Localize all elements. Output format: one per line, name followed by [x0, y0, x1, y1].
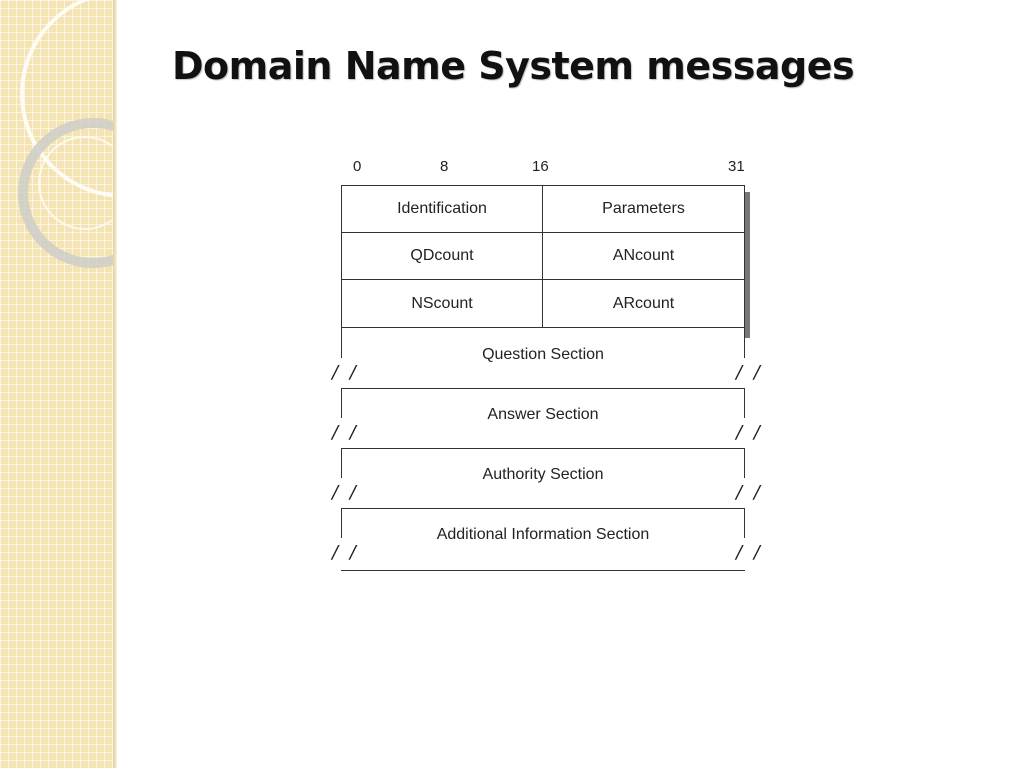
section-top-border: [341, 448, 745, 449]
section-label: Authority Section: [482, 466, 604, 483]
header-fields-table: Identification Parameters QDcount ANcoun…: [341, 185, 745, 328]
question-section: Question Section / / / /: [320, 328, 780, 388]
section-left-border: [341, 328, 342, 358]
section-top-border: [341, 508, 745, 509]
section-label: Answer Section: [487, 406, 599, 423]
section-right-border: [744, 508, 745, 538]
decorative-ring: [38, 136, 113, 230]
section-right-border: [744, 448, 745, 478]
decorative-ring: [18, 118, 113, 268]
field-ancount: ANcount: [543, 233, 744, 280]
section-top-border: [341, 388, 745, 389]
break-mark-right: / /: [736, 482, 763, 503]
bit-label-16: 16: [532, 158, 549, 175]
section-label: Question Section: [482, 346, 604, 363]
field-nscount: NScount: [342, 280, 543, 327]
additional-information-section: Additional Information Section / / / /: [320, 508, 780, 568]
break-mark-left: / /: [332, 542, 359, 563]
break-mark-left: / /: [332, 422, 359, 443]
break-mark-right: / /: [736, 542, 763, 563]
section-label: Additional Information Section: [436, 526, 650, 543]
break-mark-right: / /: [736, 362, 763, 383]
section-left-border: [341, 388, 342, 418]
side-panel-edge: [113, 0, 117, 768]
slide-title: Domain Name System messages: [172, 44, 855, 88]
field-identification: Identification: [342, 186, 543, 233]
decorative-side-panel: [0, 0, 113, 768]
header-table-shadow: [745, 192, 750, 338]
bit-label-31: 31: [728, 158, 745, 175]
answer-section: Answer Section / / / /: [320, 388, 780, 448]
field-parameters: Parameters: [543, 186, 744, 233]
bit-label-0: 0: [353, 158, 362, 175]
section-right-border: [744, 328, 745, 358]
section-left-border: [341, 448, 342, 478]
section-left-border: [341, 508, 342, 538]
field-arcount: ARcount: [612, 294, 675, 312]
authority-section: Authority Section / / / /: [320, 448, 780, 508]
dns-message-diagram: 0 8 16 31 Identification Parameters QDco…: [320, 150, 780, 590]
diagram-bottom-border: [341, 570, 745, 571]
field-qdcount: QDcount: [342, 233, 543, 280]
bit-label-8: 8: [440, 158, 449, 175]
break-mark-right: / /: [736, 422, 763, 443]
break-mark-left: / /: [332, 362, 359, 383]
break-mark-left: / /: [332, 482, 359, 503]
section-right-border: [744, 388, 745, 418]
